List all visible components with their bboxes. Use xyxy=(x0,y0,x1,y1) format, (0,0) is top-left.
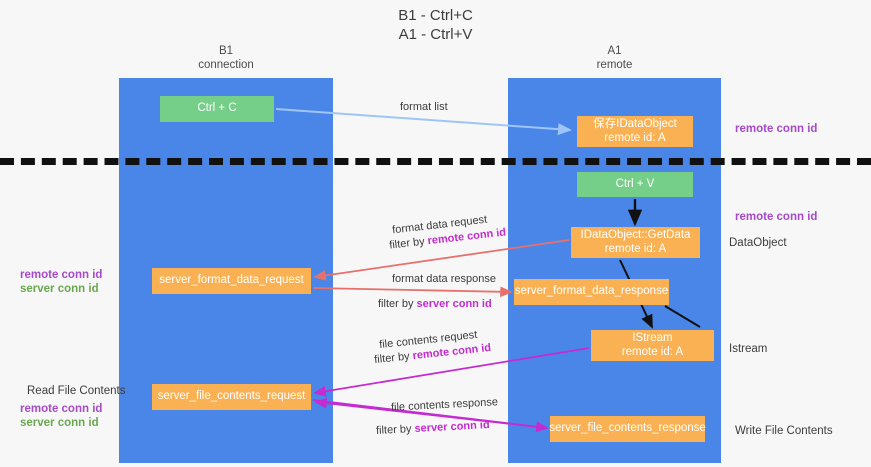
node-idataobject-getdata-line2: remote id: A xyxy=(604,242,667,255)
node-server-file-contents-response[interactable]: server_file_contents_response xyxy=(549,416,706,442)
node-server-format-data-request-label: server_format_data_request xyxy=(159,274,304,287)
annotation-server-conn-id-2: server conn id xyxy=(20,417,99,429)
column-header-b1: B1 connection xyxy=(119,44,333,72)
section-divider xyxy=(0,158,871,165)
node-server-format-data-request[interactable]: server_format_data_request xyxy=(152,268,311,294)
node-save-idataobject-line2: remote id: A xyxy=(604,131,666,144)
annotation-dataobject: DataObject xyxy=(729,237,787,249)
node-istream-line2: remote id: A xyxy=(621,345,684,358)
title-line-2: A1 - Ctrl+V xyxy=(398,26,473,43)
node-ctrl-v[interactable]: Ctrl + V xyxy=(577,172,693,197)
column-header-a1: A1 remote xyxy=(508,44,721,72)
edge-label-file-contents-response-filter: filter by server conn id xyxy=(376,419,490,437)
annotation-left-conn-ids-top: remote conn id server conn id xyxy=(20,268,102,296)
annotation-server-conn-id-1: server conn id xyxy=(20,283,99,295)
edge-label-format-list: format list xyxy=(400,101,448,113)
column-header-a1-line1: A1 xyxy=(607,45,622,57)
filter-key-server-conn-id: server conn id xyxy=(414,419,490,435)
filter-prefix: filter by xyxy=(373,350,414,367)
node-server-file-contents-response-label: server_file_contents_response xyxy=(549,422,706,435)
column-header-b1-line1: B1 xyxy=(218,45,234,57)
node-server-format-data-response[interactable]: server_format_data_response xyxy=(514,279,669,305)
edge-label-format-data-response: format data response xyxy=(392,273,496,285)
node-save-idataobject-line1: 保存IDataObject xyxy=(593,118,677,130)
diagram-title: B1 - Ctrl+C A1 - Ctrl+V xyxy=(0,6,871,44)
annotation-remote-conn-id-1: remote conn id xyxy=(20,269,103,281)
annotation-istream: Istream xyxy=(729,343,768,355)
node-ctrl-c[interactable]: Ctrl + C xyxy=(160,96,274,122)
edge-label-format-data-response-filter: filter by server conn id xyxy=(378,298,492,310)
column-header-a1-line2: remote xyxy=(596,59,633,71)
node-istream[interactable]: IStream remote id: A xyxy=(591,330,714,361)
annotation-read-file-contents: Read File Contents xyxy=(27,385,126,397)
annotation-remote-conn-id-mid: remote conn id xyxy=(735,211,818,223)
node-istream-line1: IStream xyxy=(632,332,673,344)
annotation-remote-conn-id-2: remote conn id xyxy=(20,403,103,415)
filter-prefix: filter by xyxy=(378,298,417,310)
column-header-b1-line2: connection xyxy=(198,59,254,71)
node-ctrl-v-label: Ctrl + V xyxy=(615,177,655,190)
annotation-write-file-contents: Write File Contents xyxy=(735,425,833,437)
node-server-format-data-response-label: server_format_data_response xyxy=(514,285,669,298)
node-server-file-contents-request[interactable]: server_file_contents_request xyxy=(152,384,311,410)
filter-key-server-conn-id: server conn id xyxy=(416,298,492,310)
annotation-remote-conn-id-top: remote conn id xyxy=(735,123,818,135)
node-idataobject-getdata[interactable]: IDataObject::GetData remote id: A xyxy=(571,227,700,258)
annotation-left-conn-ids-bottom: remote conn id server conn id xyxy=(20,402,102,430)
filter-prefix: filter by xyxy=(388,235,429,252)
edge-label-file-contents-response: file contents response xyxy=(390,396,499,414)
title-line-1: B1 - Ctrl+C xyxy=(398,7,473,24)
node-idataobject-getdata-line1: IDataObject::GetData xyxy=(580,229,691,241)
node-server-file-contents-request-label: server_file_contents_request xyxy=(157,390,306,403)
node-ctrl-c-label: Ctrl + C xyxy=(197,102,237,115)
node-save-idataobject[interactable]: 保存IDataObject remote id: A xyxy=(577,116,693,147)
filter-prefix: filter by xyxy=(375,422,415,437)
